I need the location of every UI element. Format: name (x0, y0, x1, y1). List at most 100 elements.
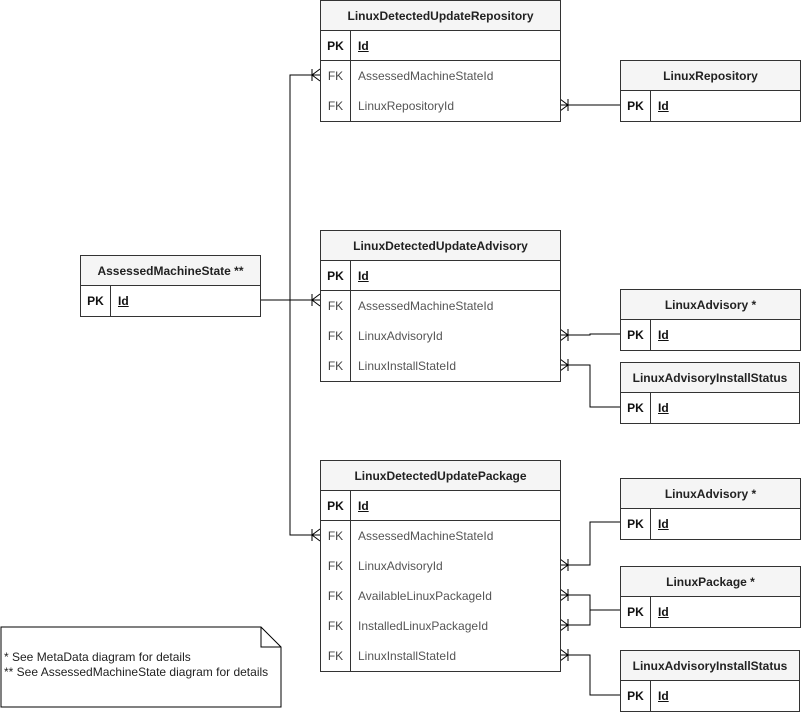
entity-row: FK LinuxAdvisoryId (321, 551, 560, 581)
key-label: PK (621, 509, 651, 539)
field-name: LinuxAdvisoryId (358, 329, 443, 343)
key-label: FK (321, 321, 351, 351)
entity-row: FK AvailableLinuxPackageId (321, 581, 560, 611)
connector-advisory-to-linuxadvisory (560, 333, 620, 336)
connector-advisory-to-installstatus (560, 364, 620, 408)
crowfoot-advisory-assessed (311, 293, 321, 307)
entity-row: PK Id (621, 320, 800, 350)
connector-package-to-linuxadvisory (560, 521, 620, 566)
connector-package-to-installstatus (560, 654, 620, 696)
entity-title: LinuxAdvisory * (621, 290, 800, 320)
entity-row: PK Id (621, 91, 800, 121)
entity-row: PK Id (621, 509, 800, 539)
footnote: * See MetaData diagram for details ** Se… (0, 626, 282, 708)
field-name: LinuxInstallStateId (358, 649, 457, 663)
connector-package-installed-to-linuxpackage (560, 610, 591, 626)
entity-title: LinuxDetectedUpdateRepository (321, 1, 560, 31)
field-name: Id (658, 328, 669, 342)
entity-row: FK LinuxInstallStateId (321, 351, 560, 381)
key-label: FK (321, 61, 351, 91)
entity-linux-detected-update-repository[interactable]: LinuxDetectedUpdateRepository PK Id FK A… (320, 0, 561, 122)
entity-row: PK Id (81, 286, 260, 316)
key-label: PK (621, 320, 651, 350)
entity-linux-advisory-2[interactable]: LinuxAdvisory * PK Id (620, 478, 801, 540)
entity-title: LinuxAdvisoryInstallStatus (621, 651, 799, 681)
field-name: AvailableLinuxPackageId (358, 589, 492, 603)
key-label: FK (321, 581, 351, 611)
entity-title: LinuxRepository (621, 61, 800, 91)
entity-linux-advisory-install-status[interactable]: LinuxAdvisoryInstallStatus PK Id (620, 362, 800, 424)
field-name: Id (658, 401, 669, 415)
entity-row: PK Id (321, 261, 560, 291)
entity-row: FK AssessedMachineStateId (321, 61, 560, 91)
field-name: AssessedMachineStateId (358, 69, 494, 83)
entity-row: PK Id (321, 491, 560, 521)
footnote-text: * See MetaData diagram for details ** Se… (4, 650, 268, 680)
entity-row: FK LinuxAdvisoryId (321, 321, 560, 351)
field-name: InstalledLinuxPackageId (358, 619, 489, 633)
entity-linux-advisory[interactable]: LinuxAdvisory * PK Id (620, 289, 801, 351)
note-shape (0, 626, 282, 708)
field-name: Id (118, 294, 129, 308)
key-label: FK (321, 351, 351, 381)
entity-linux-advisory-install-status-2[interactable]: LinuxAdvisoryInstallStatus PK Id (620, 650, 800, 712)
field-name: Id (358, 38, 369, 53)
connector-package-available-to-linuxpackage (560, 594, 620, 611)
connector-assessed-to-package (289, 300, 320, 536)
key-label: PK (321, 31, 351, 60)
key-label: PK (621, 393, 651, 423)
crowfoot-package-linuxadvisory (559, 558, 569, 572)
entity-row: FK AssessedMachineStateId (321, 291, 560, 321)
crowfoot-package-installed (559, 618, 569, 632)
entity-assessed-machine-state[interactable]: AssessedMachineState ** PK Id (80, 255, 261, 317)
entity-row: FK LinuxInstallStateId (321, 641, 560, 671)
connector-assessed-to-repository (260, 74, 320, 301)
crowfoot-package-assessed (311, 528, 321, 542)
crowfoot-package-installstatus (559, 648, 569, 662)
footnote-line-2: ** See AssessedMachineState diagram for … (4, 665, 269, 679)
key-label: FK (321, 641, 351, 671)
crowfoot-package-available (559, 588, 569, 602)
field-name: Id (358, 268, 369, 283)
key-label: PK (81, 286, 111, 316)
entity-title: LinuxAdvisoryInstallStatus (621, 363, 799, 393)
entity-row: PK Id (621, 393, 799, 423)
crowfoot-repository-linuxrepository (559, 98, 569, 112)
key-label: FK (321, 291, 351, 321)
field-name: AssessedMachineStateId (358, 529, 494, 543)
entity-row: FK InstalledLinuxPackageId (321, 611, 560, 641)
crowfoot-repository-assessed (311, 68, 321, 82)
entity-title: AssessedMachineState ** (81, 256, 260, 286)
field-name: Id (658, 605, 669, 619)
field-name: LinuxAdvisoryId (358, 559, 443, 573)
entity-linux-detected-update-advisory[interactable]: LinuxDetectedUpdateAdvisory PK Id FK Ass… (320, 230, 561, 382)
entity-row: PK Id (621, 597, 800, 627)
key-label: FK (321, 551, 351, 581)
field-name: LinuxInstallStateId (358, 359, 457, 373)
crowfoot-advisory-installstatus (559, 358, 569, 372)
key-label: FK (321, 611, 351, 641)
key-label: PK (321, 491, 351, 520)
entity-row: PK Id (621, 681, 799, 711)
entity-title: LinuxDetectedUpdateAdvisory (321, 231, 560, 261)
key-label: PK (621, 91, 651, 121)
entity-title: LinuxAdvisory * (621, 479, 800, 509)
footnote-line-1: * See MetaData diagram for details (4, 650, 191, 664)
field-name: LinuxRepositoryId (358, 99, 455, 113)
entity-title: LinuxDetectedUpdatePackage (321, 461, 560, 491)
entity-linux-package[interactable]: LinuxPackage * PK Id (620, 566, 801, 628)
field-name: Id (658, 99, 669, 113)
field-name: Id (658, 517, 669, 531)
field-name: AssessedMachineStateId (358, 299, 494, 313)
entity-linux-detected-update-package[interactable]: LinuxDetectedUpdatePackage PK Id FK Asse… (320, 460, 561, 672)
field-name: Id (658, 689, 669, 703)
entity-row: PK Id (321, 31, 560, 61)
entity-linux-repository[interactable]: LinuxRepository PK Id (620, 60, 801, 122)
crowfoot-advisory-linuxadvisory (559, 328, 569, 342)
key-label: PK (621, 597, 651, 627)
key-label: FK (321, 521, 351, 551)
key-label: FK (321, 91, 351, 121)
field-name: Id (358, 498, 369, 513)
key-label: PK (621, 681, 651, 711)
